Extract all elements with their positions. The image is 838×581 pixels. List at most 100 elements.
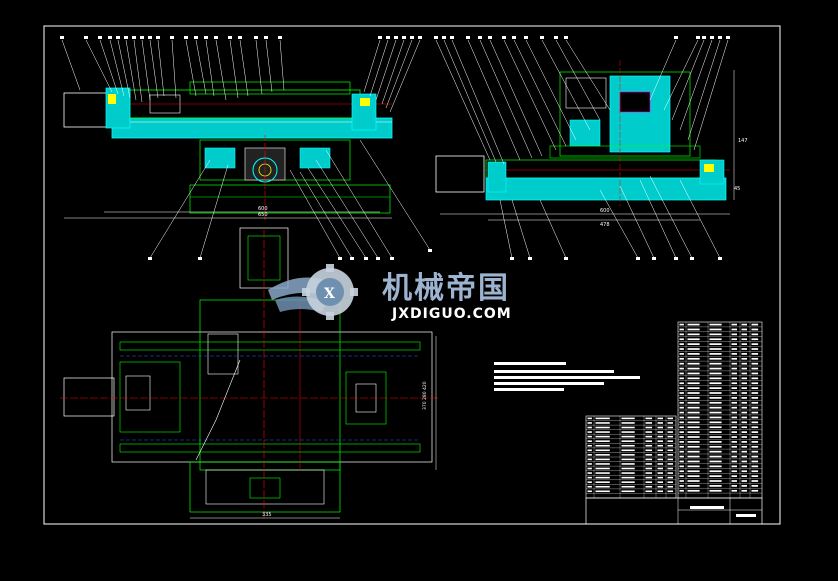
- bom-cell-text: [731, 426, 737, 429]
- bom-cell-text: [679, 436, 684, 438]
- bom-cell-text: [587, 481, 592, 483]
- bom-cell-text: [621, 476, 635, 479]
- bom-cell-text: [731, 436, 737, 438]
- bom-cell-text: [657, 490, 663, 493]
- bom-cell-text: [731, 353, 737, 355]
- bom-cell-text: [621, 435, 635, 438]
- bom-cell-text: [741, 416, 747, 419]
- bom-cell-text: [645, 426, 653, 429]
- bom-cell-text: [709, 460, 722, 463]
- bom-cell-text: [741, 397, 747, 399]
- bom-cell-text: [741, 455, 747, 458]
- bom-cell-text: [741, 436, 747, 438]
- bom-cell-text: [751, 387, 759, 389]
- bom-cell-text: [731, 489, 737, 492]
- bom-cell-text: [679, 455, 684, 458]
- bom-cell-text: [645, 472, 653, 474]
- bom-cell-text: [657, 467, 663, 470]
- bom-cell-text: [741, 323, 747, 326]
- bom-cell-text: [687, 328, 700, 331]
- bom-cell-text: [687, 372, 700, 375]
- bom-cell-text: [709, 377, 722, 380]
- bom-cell-text: [741, 489, 747, 492]
- bom-cell-text: [751, 475, 759, 477]
- bom-cell-text: [687, 485, 700, 487]
- bom-cell-text: [645, 467, 653, 470]
- bom-cell-text: [709, 397, 722, 399]
- bom-cell-text: [679, 441, 684, 443]
- bom-cell-text: [621, 426, 635, 429]
- bom-cell-text: [679, 489, 684, 492]
- bom-cell-text: [679, 377, 684, 380]
- bom-cell-text: [657, 431, 663, 433]
- bom-cell-text: [687, 382, 700, 385]
- bom-cell-text: [751, 348, 759, 350]
- bom-cell-text: [657, 472, 663, 474]
- bom-cell-text: [751, 445, 759, 448]
- bom-cell-text: [667, 481, 673, 483]
- bom-cell-text: [687, 343, 700, 345]
- bom-cell-text: [709, 372, 722, 375]
- bom-cell-text: [679, 485, 684, 487]
- bom-cell-text: [731, 401, 737, 404]
- bom-cell-text: [679, 348, 684, 350]
- bom-cell-text: [687, 387, 700, 389]
- title-block: [585, 497, 763, 525]
- bom-cell-text: [709, 485, 722, 487]
- bom-cell-text: [731, 460, 737, 463]
- bom-cell-text: [587, 449, 592, 452]
- bom-cell-text: [709, 382, 722, 385]
- bom-cell-text: [621, 467, 635, 470]
- bom-cell-text: [741, 475, 747, 477]
- bom-cell-text: [709, 416, 722, 419]
- bom-cell-text: [679, 416, 684, 419]
- bom-cell-text: [621, 454, 635, 456]
- bom-cell-text: [751, 465, 759, 468]
- watermark-title: 机械帝国: [382, 271, 510, 306]
- bom-cell-text: [709, 465, 722, 468]
- bom-cell-text: [751, 401, 759, 404]
- bom-cell-text: [731, 377, 737, 380]
- bom-cell-text: [679, 431, 684, 433]
- bom-cell-text: [595, 431, 610, 433]
- bom-cell-text: [645, 444, 653, 447]
- front-view: 650 600: [60, 36, 432, 260]
- bom-cell-text: [751, 406, 759, 409]
- bom-cell-text: [657, 476, 663, 479]
- bom-cell-text: [595, 422, 610, 424]
- bom-cell-text: [751, 382, 759, 385]
- bom-cell-text: [645, 449, 653, 452]
- bom-cell-text: [687, 445, 700, 448]
- bom-cell-text: [751, 411, 759, 414]
- bom-cell-text: [687, 426, 700, 429]
- bom-cell-text: [741, 470, 747, 473]
- bom-cell-text: [751, 450, 759, 453]
- bom-cell-text: [679, 470, 684, 473]
- bom-cell-text: [731, 485, 737, 487]
- front-base-outline: [63, 92, 109, 128]
- bom-cell-text: [687, 470, 700, 473]
- bom-cell-text: [751, 480, 759, 482]
- bom-cell-text: [741, 411, 747, 414]
- bom-cell-text: [587, 440, 592, 442]
- bom-cell-text: [657, 454, 663, 456]
- bom-cell-text: [751, 377, 759, 380]
- bom-cell-text: [621, 431, 635, 433]
- front-table-body: [111, 117, 393, 139]
- parts-list: [585, 321, 763, 499]
- bom-cell-text: [687, 489, 700, 492]
- bom-cell-text: [751, 323, 759, 326]
- bom-cell-text: [709, 357, 722, 360]
- bom-cell-text: [731, 397, 737, 399]
- bom-cell-text: [657, 426, 663, 429]
- bom-cell-text: [741, 465, 747, 468]
- bom-cell-text: [679, 426, 684, 429]
- bom-cell-text: [621, 444, 635, 447]
- bom-cell-text: [679, 362, 684, 365]
- bom-cell-text: [741, 362, 747, 365]
- bom-cell-text: [741, 367, 747, 370]
- bom-cell-text: [679, 450, 684, 453]
- bom-cell-text: [741, 401, 747, 404]
- bom-cell-text: [587, 485, 592, 488]
